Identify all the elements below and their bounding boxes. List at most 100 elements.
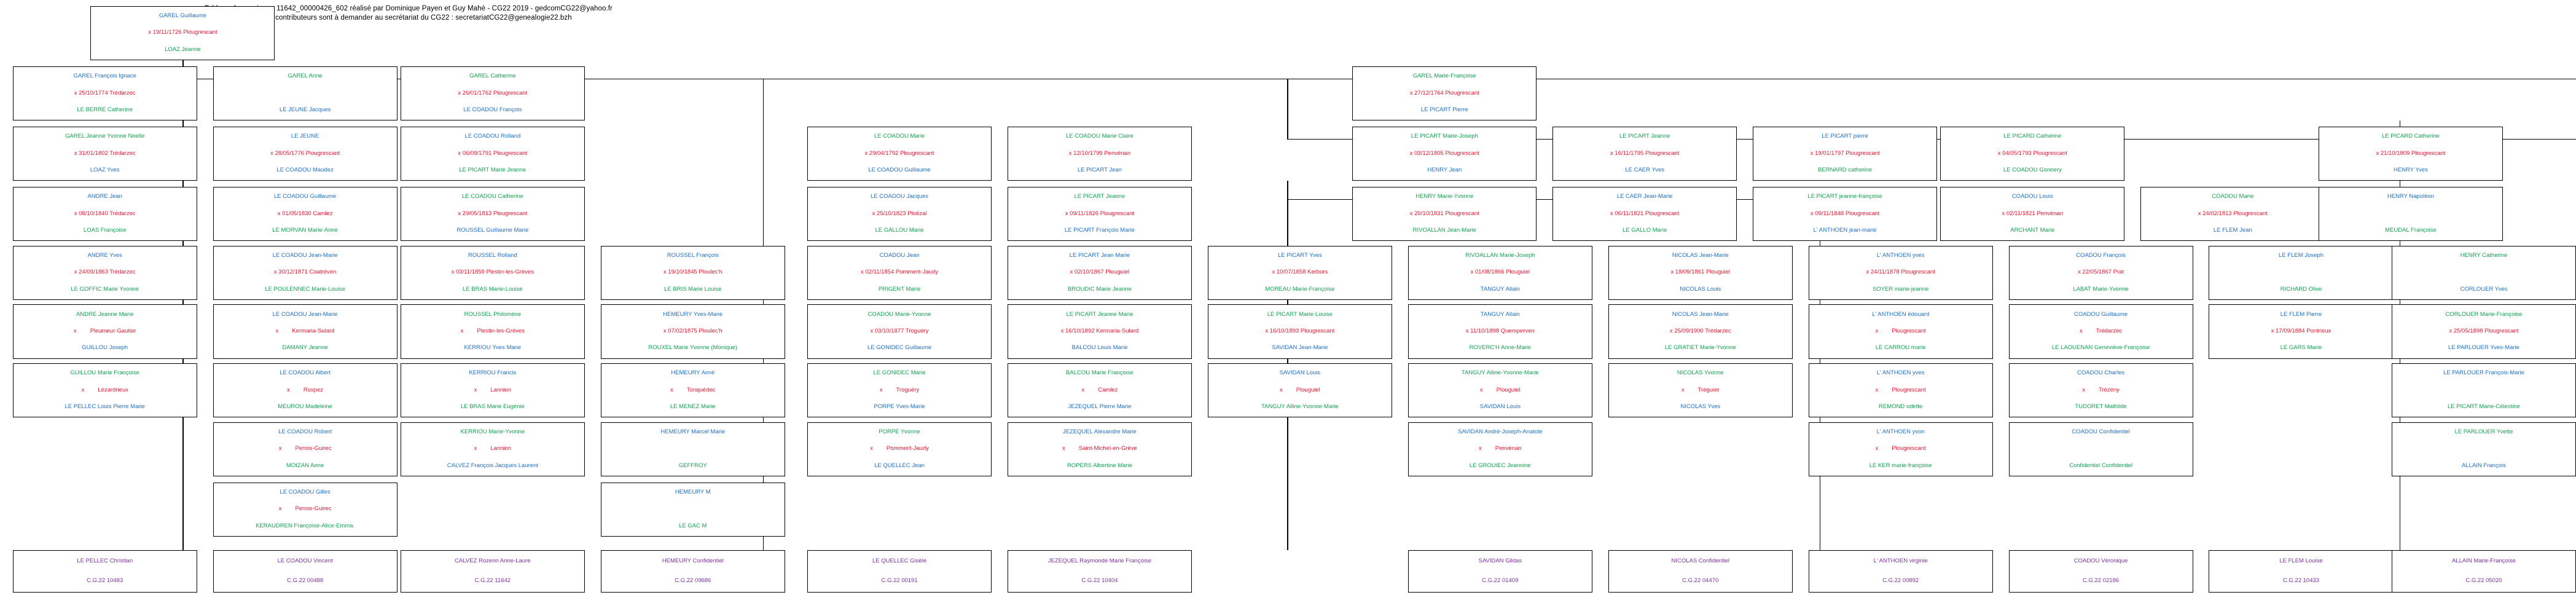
marriage-info [2300, 269, 2302, 276]
member-number: C.G.22 04470 [1682, 577, 1719, 584]
person-name: LE QUELLEC Gisèle [872, 558, 927, 565]
spouse-name: LE GROUIEC Jeannine [1469, 462, 1531, 469]
couple-node[interactable]: HENRY Napoléon MEUDAL Françoise [2318, 187, 2503, 242]
couple-node[interactable]: HEMEURY Marcel Marie GEFFROY [600, 422, 785, 476]
couple-node[interactable]: LE FLEM Joseph RICHARD Olive [2209, 245, 2394, 301]
member-number: C.G.22 10483 [87, 577, 123, 584]
person-name: HEMEURY Confidentiel [662, 558, 724, 565]
couple-node[interactable]: COADOU Confidentiel Confidentiel Confide… [2008, 422, 2193, 476]
person-name: LE COADOU Marie Claire [1066, 133, 1133, 140]
marriage-info: x 24/09/1863 Trédarzec [74, 269, 136, 276]
marriage-info: x 19/11/1726 Plougrescant [148, 29, 217, 36]
marriage-info: x 03/11/1859 Plestin-les-Grèves [451, 269, 534, 276]
couple-node[interactable]: GAREL Anne LE JEUNE Jacques [213, 66, 397, 121]
couple-node[interactable]: LE PARLOUER François-Marie LE PICART Mar… [2391, 363, 2576, 418]
person-name: PORPE Yvonne [879, 428, 920, 435]
spouse-name: PORPE Yves-Marie [874, 403, 925, 411]
couple-node[interactable]: HEMEURY M LE GAC M [600, 482, 785, 537]
couple-node[interactable]: HENRY Catherine CORLOUER Yves [2391, 245, 2576, 301]
spouse-name: NICOLAS Louis [1680, 285, 1721, 293]
couple-node[interactable]: LE PARLOUER Yvette ALLAIN François [2391, 422, 2576, 476]
